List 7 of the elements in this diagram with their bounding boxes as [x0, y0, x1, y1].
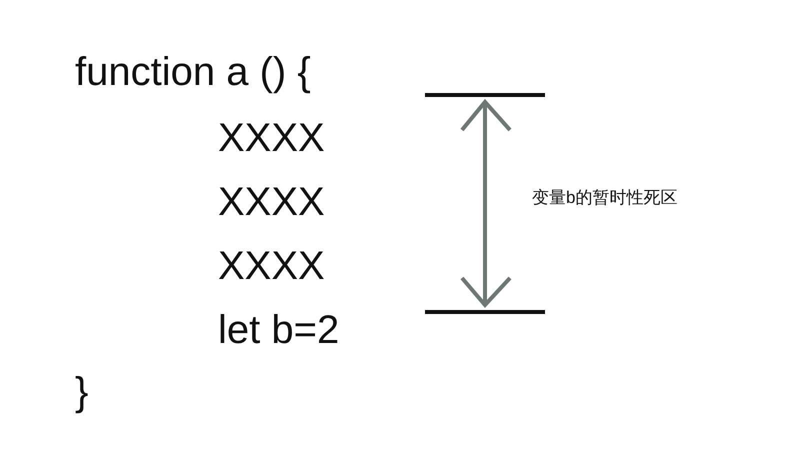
code-line: function a () {: [75, 52, 311, 92]
code-line: XXXX: [218, 182, 325, 222]
code-line: XXXX: [218, 246, 325, 286]
code-line: }: [75, 372, 88, 412]
code-line: XXXX: [218, 118, 325, 158]
annotation-text: 变量b的暂时性死区: [532, 189, 678, 206]
code-line: let b=2: [218, 310, 340, 350]
